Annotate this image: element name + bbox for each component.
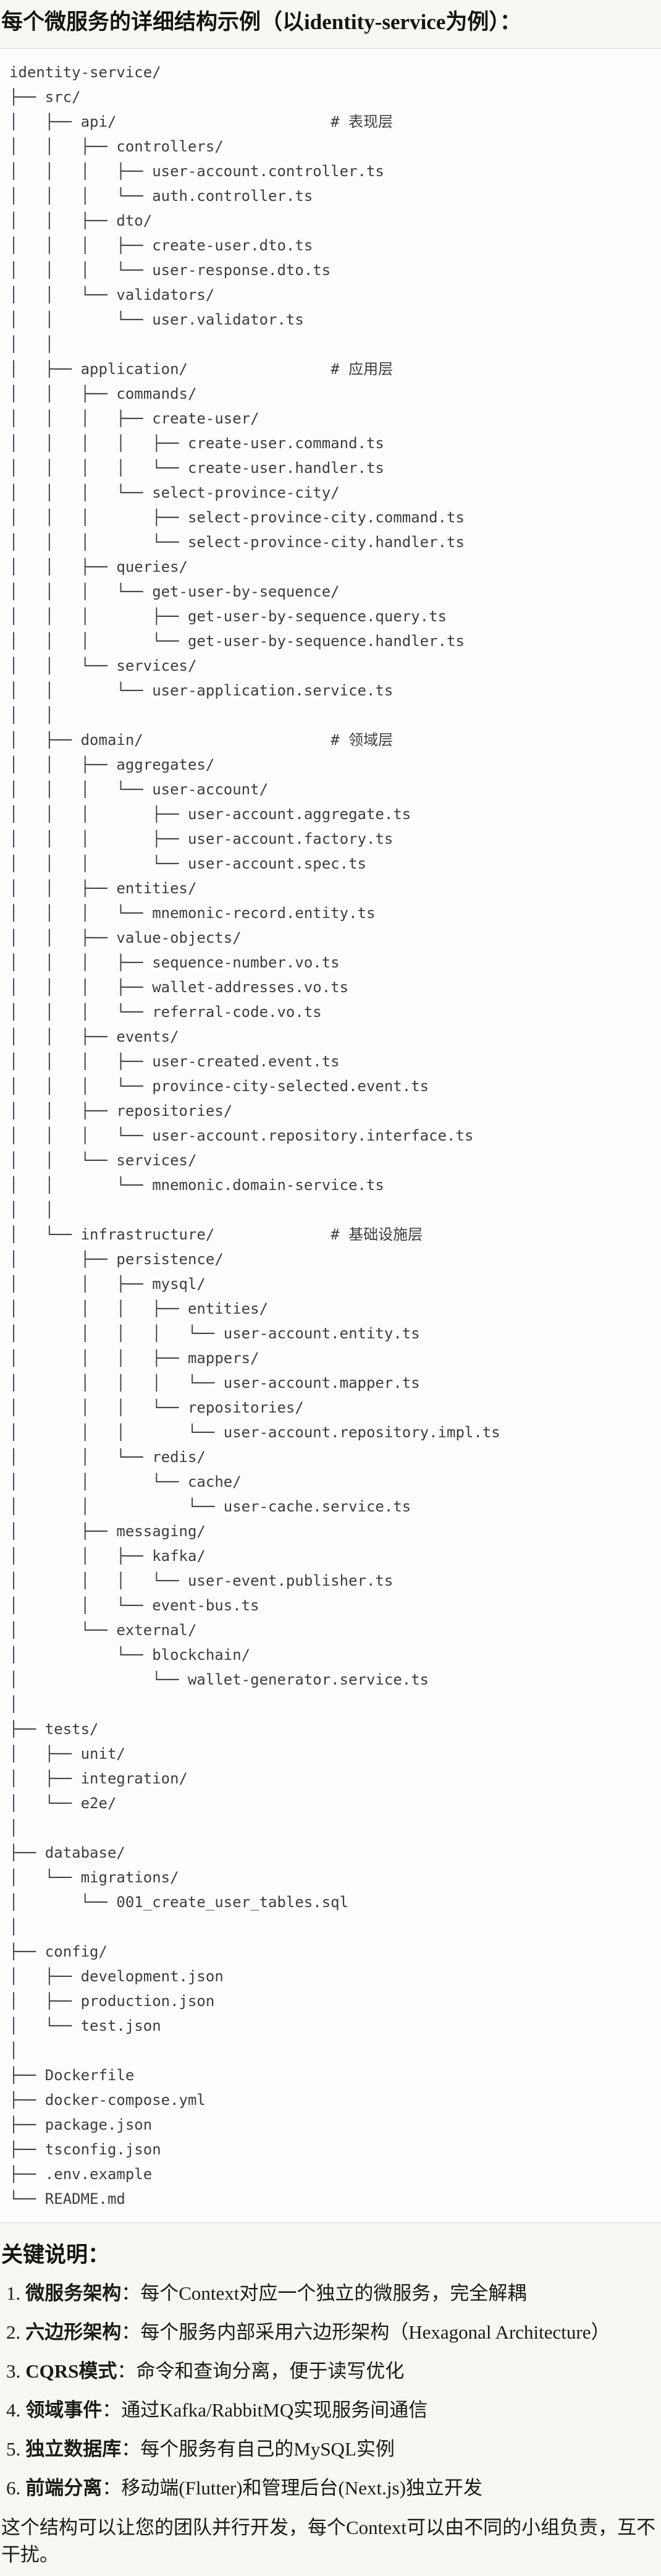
list-item-frontend-split: 6.前端分离：移动端(Flutter)和管理后台(Next.js)独立开发 (6, 2475, 661, 2502)
list-item-text: ：通过Kafka/RabbitMQ实现服务间通信 (102, 2399, 428, 2421)
list-item-number: 2. (6, 2321, 21, 2343)
list-item-domain-events: 4.领域事件：通过Kafka/RabbitMQ实现服务间通信 (6, 2397, 661, 2424)
list-item-label: 六边形架构 (25, 2321, 122, 2343)
list-item-number: 1. (6, 2282, 21, 2304)
list-item-number: 5. (6, 2438, 21, 2460)
list-item-hexagonal: 2.六边形架构：每个服务内部采用六边形架构（Hexagonal Architec… (6, 2319, 661, 2346)
list-item-label: 微服务架构 (25, 2282, 122, 2304)
list-item-text: ：每个服务有自己的MySQL实例 (121, 2438, 395, 2460)
list-item-label: CQRS模式 (25, 2360, 117, 2382)
list-item-cqrs: 3.CQRS模式：命令和查询分离，便于读写优化 (6, 2358, 661, 2385)
directory-tree: identity-service/ ├── src/ │ ├── api/ # … (9, 64, 500, 2208)
page: { "title": "每个微服务的详细结构示例（以identity-servi… (0, 9, 661, 2569)
list-item-text: ：每个Context对应一个独立的微服务，完全解耦 (121, 2282, 527, 2304)
list-item-text: ：命令和查询分离，便于读写优化 (117, 2360, 405, 2382)
notes-heading: 关键说明： (1, 2243, 110, 2267)
list-item-label: 前端分离 (25, 2477, 103, 2499)
list-item-text: ：每个服务内部采用六边形架构（Hexagonal Architecture） (121, 2321, 610, 2343)
list-item-microservice: 1.微服务架构：每个Context对应一个独立的微服务，完全解耦 (6, 2280, 661, 2307)
list-item-label: 领域事件 (25, 2399, 103, 2421)
list-item-label: 独立数据库 (25, 2438, 122, 2460)
page-title: 每个微服务的详细结构示例（以identity-service为例）： (1, 10, 521, 34)
list-item-independent-db: 5.独立数据库：每个服务有自己的MySQL实例 (6, 2436, 661, 2463)
list-item-number: 4. (6, 2399, 21, 2421)
code-block: identity-service/ ├── src/ │ ├── api/ # … (0, 48, 661, 2223)
list-item-text: ：移动端(Flutter)和管理后台(Next.js)独立开发 (102, 2477, 482, 2499)
summary-paragraph: 这个结构可以让您的团队并行开发，每个Context可以由不同的小组负责，互不干扰… (1, 2517, 656, 2565)
list-item-number: 3. (6, 2360, 21, 2382)
notes-list: 1.微服务架构：每个Context对应一个独立的微服务，完全解耦 2.六边形架构… (0, 2280, 661, 2502)
list-item-number: 6. (6, 2477, 21, 2499)
